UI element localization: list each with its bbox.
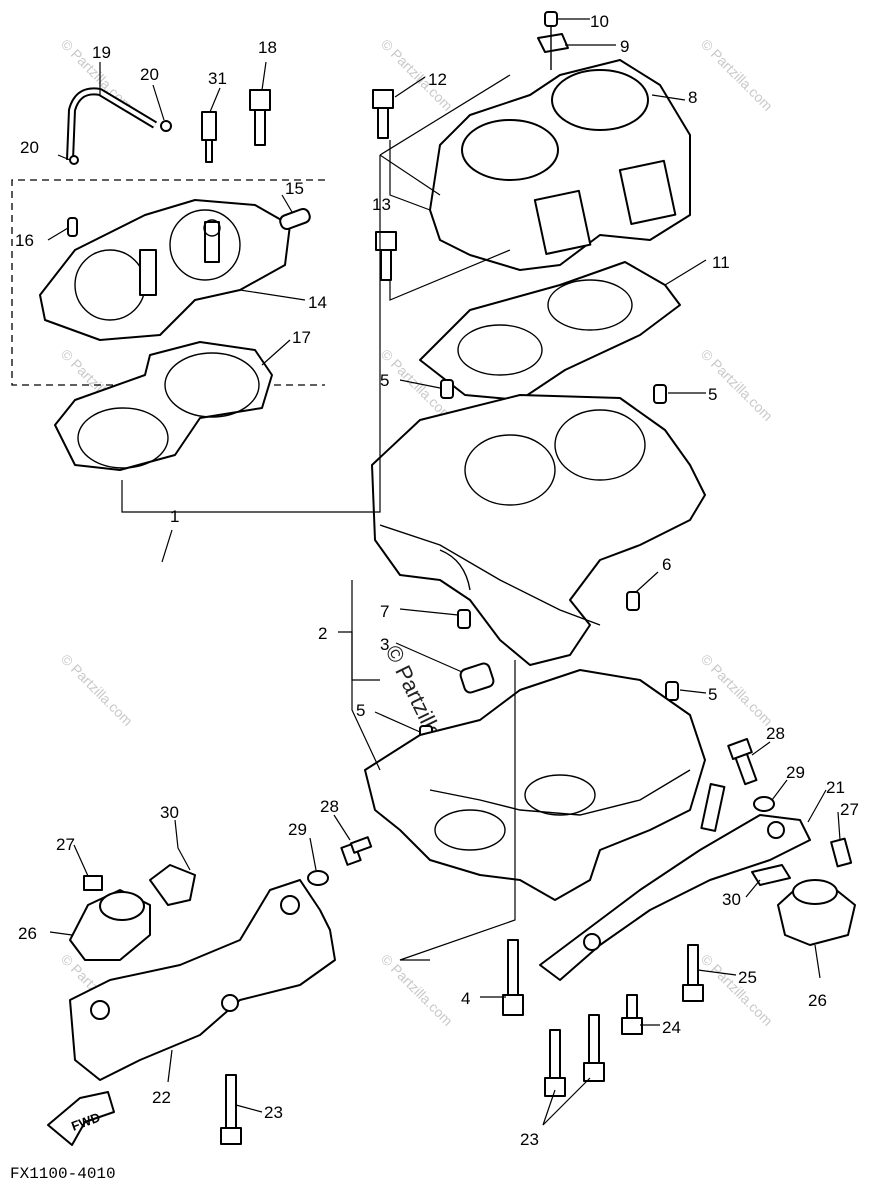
callout-20: 20 (140, 65, 159, 84)
shim (149, 864, 196, 906)
bolt (340, 836, 373, 866)
long-bolt (621, 994, 643, 1035)
rubber-mount (69, 889, 151, 961)
callout-16: 16 (15, 231, 34, 250)
cylinder-gasket (419, 261, 681, 401)
bolt (830, 837, 853, 868)
leader-lines (47, 18, 841, 1126)
callout-5: 5 (708, 385, 717, 404)
bolt (372, 89, 394, 139)
dowel-pin (653, 384, 667, 404)
watermark: © Partzilla.com (698, 951, 776, 1029)
head-gasket (54, 341, 273, 471)
callout-30: 30 (160, 803, 179, 822)
clamp (69, 155, 79, 165)
dowel-pin (665, 681, 679, 701)
callout-13: 13 (372, 195, 391, 214)
callout-20: 20 (20, 138, 39, 157)
callout-10: 10 (590, 12, 609, 31)
bolt (249, 89, 271, 146)
sleeve (279, 207, 311, 231)
engine-mount-bracket-right (539, 783, 811, 981)
watermark: © Partzilla.com (58, 651, 136, 729)
cylinder-head-cover (39, 199, 291, 341)
callout-5: 5 (356, 701, 365, 720)
rubber-mount (777, 879, 856, 946)
fitting (201, 111, 217, 163)
callout-23: 23 (264, 1103, 283, 1122)
callout-30: 30 (722, 890, 741, 909)
callout-22: 22 (152, 1088, 171, 1107)
clamp (160, 120, 172, 132)
dowel-pin (626, 591, 640, 611)
dowel-pin (457, 609, 471, 629)
callout-15: 15 (285, 179, 304, 198)
bearing-bush (459, 662, 495, 694)
fwd-arrow: FWD (47, 1091, 115, 1146)
callout-7: 7 (380, 602, 389, 621)
callout-31: 31 (208, 69, 227, 88)
long-bolt (220, 1074, 242, 1145)
callout-26: 26 (808, 991, 827, 1010)
engine-mount-bracket-left (69, 879, 336, 1081)
callout-19: 19 (92, 43, 111, 62)
callout-labels: 1 2 3 4 5 5 5 5 6 7 8 9 10 11 12 13 14 1… (15, 12, 859, 1149)
callout-12: 12 (428, 70, 447, 89)
callout-5: 5 (380, 371, 389, 390)
callout-26: 26 (18, 924, 37, 943)
callout-3: 3 (380, 635, 389, 654)
watermark: © Partzilla.com (378, 951, 456, 1029)
callout-21: 21 (826, 778, 845, 797)
screw (544, 11, 558, 27)
callout-24: 24 (662, 1018, 681, 1037)
dowel-pin (440, 379, 454, 399)
callout-8: 8 (688, 88, 697, 107)
callout-6: 6 (662, 555, 671, 574)
long-bolt (502, 939, 524, 1016)
bolt (375, 231, 397, 281)
callout-25: 25 (738, 968, 757, 987)
watermark: © Partzilla.com (698, 36, 776, 114)
callout-27: 27 (56, 835, 75, 854)
lower-crankcase (364, 669, 706, 901)
callout-1: 1 (170, 507, 179, 526)
callout-28: 28 (766, 724, 785, 743)
upper-crankcase (371, 394, 706, 666)
callout-2: 2 (318, 624, 327, 643)
callout-23: 23 (520, 1130, 539, 1149)
dowel-pin (67, 217, 78, 237)
callout-27: 27 (840, 800, 859, 819)
bracket (537, 33, 569, 53)
callout-29: 29 (288, 820, 307, 839)
washer (307, 870, 329, 886)
shim (751, 864, 791, 886)
callout-29: 29 (786, 763, 805, 782)
callout-4: 4 (461, 989, 470, 1008)
callout-11: 11 (712, 253, 730, 272)
callout-17: 17 (292, 328, 311, 347)
bolt (83, 875, 103, 891)
callout-28: 28 (320, 797, 339, 816)
cylinder-block (429, 59, 691, 271)
callout-9: 9 (620, 37, 629, 56)
diagram-code: FX1100-4010 (10, 1165, 116, 1183)
bolt (727, 738, 758, 786)
callout-5: 5 (708, 685, 717, 704)
callout-18: 18 (258, 38, 277, 57)
long-bolt (544, 1029, 566, 1097)
long-bolt (682, 944, 704, 1002)
washer (753, 796, 775, 812)
callout-14: 14 (308, 293, 327, 312)
long-bolt (583, 1014, 605, 1082)
